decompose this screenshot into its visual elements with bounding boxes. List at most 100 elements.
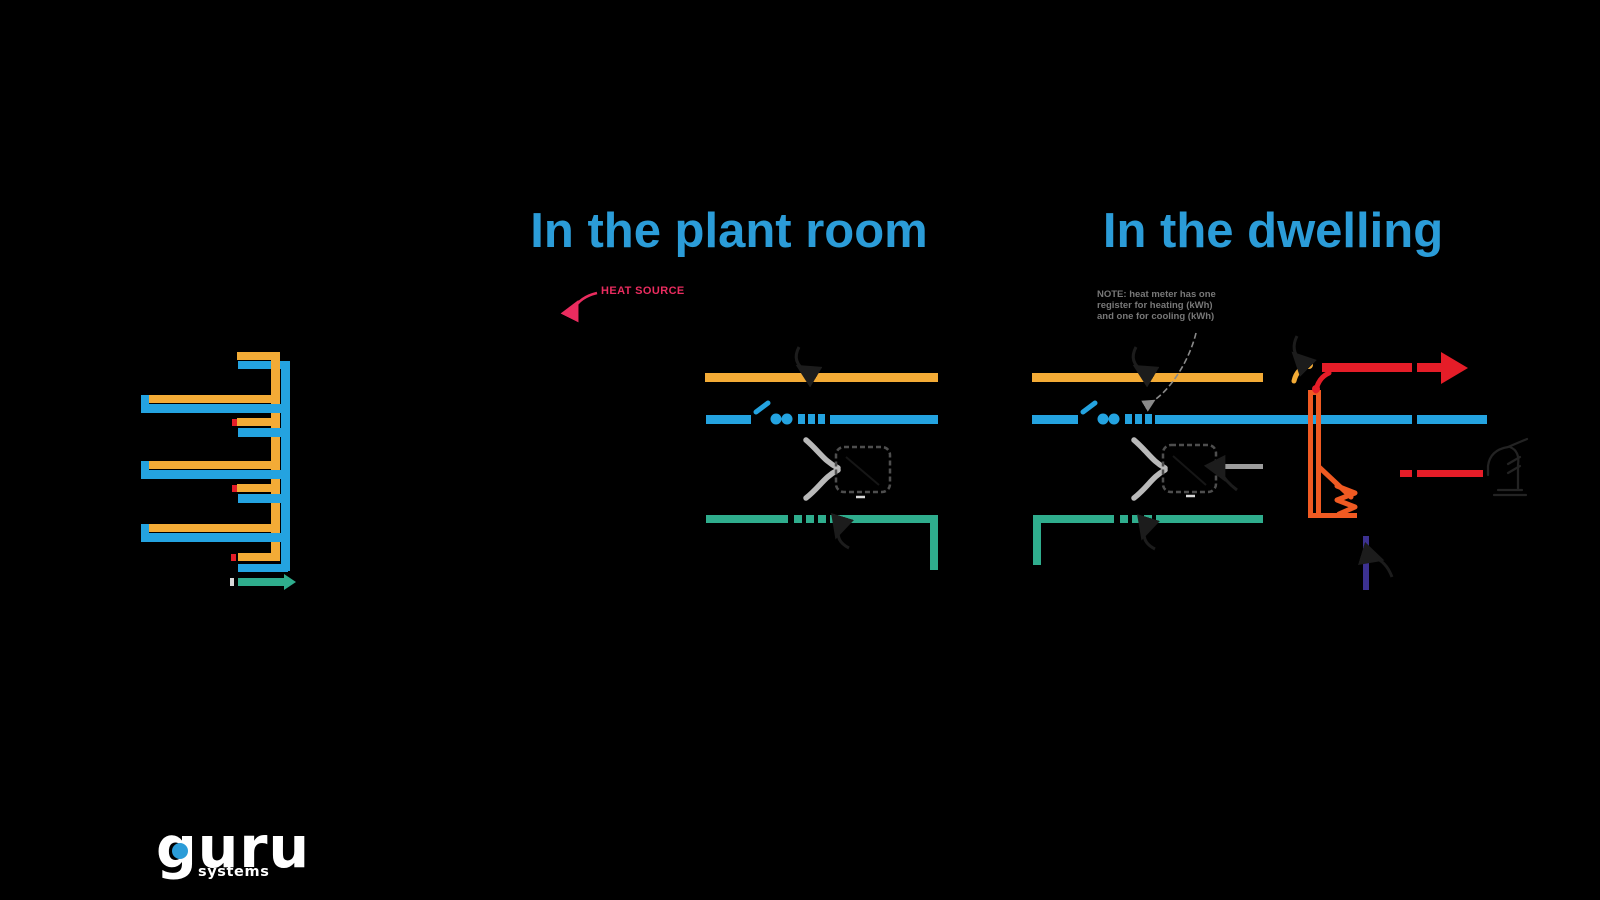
faucet-spout (1486, 445, 1510, 468)
plant-green-pipe-drop (930, 521, 938, 570)
plant-return-pipe-left (706, 415, 751, 424)
plant-heat-meter (803, 437, 892, 501)
stub1-flow (237, 418, 279, 426)
dwelling-return-pipe-mid (1155, 415, 1412, 424)
dwelling-return-pipe-left (1032, 415, 1078, 424)
dwelling-return-pipe-right (1417, 415, 1487, 424)
riser-bottom-return-stub (238, 564, 288, 572)
faucet-hatch-2 (1506, 464, 1522, 475)
logo-dot-icon (172, 843, 188, 859)
hot-water-curl-dot (1312, 385, 1320, 393)
plant-return-dash-2 (808, 414, 815, 424)
plant-sensor-probe-top (803, 437, 841, 471)
cold-feed-pipe-lower (1363, 556, 1369, 590)
floor2-flow-branch (149, 461, 279, 469)
heat-meter-note: NOTE: heat meter has one register for he… (1097, 289, 1247, 322)
plant-return-pipe-right (830, 415, 938, 424)
green-line-tick (230, 578, 234, 586)
dwelling-heat-meter (1131, 437, 1218, 501)
meter-wire-annotation-arrow (1203, 454, 1238, 492)
dwelling-green-dash-1 (1120, 515, 1128, 523)
floor1-return-branch (141, 404, 289, 413)
plant-sensor-probe-bottom (803, 467, 841, 501)
plant-room-heading: In the plant room (530, 204, 928, 258)
meter-output-wire (1215, 464, 1263, 469)
plant-meter-needle (845, 456, 880, 486)
hot-water-arrowhead (1441, 352, 1468, 384)
dwelling-return-dash-2 (1135, 414, 1142, 424)
dwelling-green-annotation-arrow (1137, 514, 1160, 551)
dwelling-pump-icon-2 (1108, 413, 1120, 425)
cold-feed-annotation-arrow (1357, 541, 1394, 578)
faucet-icon (1486, 437, 1529, 497)
hot-water-arrow-shaft-2 (1417, 363, 1441, 372)
hiu-riser-left (1308, 392, 1313, 518)
heat-source-label: HEAT SOURCE (601, 285, 685, 297)
riser-top-flow-stub (237, 352, 279, 360)
hot-water-arrow-shaft-1 (1322, 363, 1412, 372)
plant-green-dash-3 (818, 515, 826, 523)
bottom-valve-tick (231, 554, 236, 561)
dhw-line-dash (1400, 470, 1412, 477)
plant-valve-dash (753, 400, 771, 415)
hiu-annotation-arrow (1291, 335, 1317, 377)
bottom-green-arrowhead (284, 574, 296, 590)
plant-green-annotation-arrow (831, 513, 854, 550)
hiu-bottom-pipe (1308, 513, 1357, 518)
note-line-3: and one for cooling (kWh) (1097, 311, 1215, 322)
dwelling-green-dash-2 (1132, 515, 1140, 523)
dwelling-heading: In the dwelling (1102, 204, 1444, 258)
note-leader-arrow (1141, 332, 1197, 412)
stub2-valve-tick (232, 485, 237, 492)
floor1-flow-branch (149, 395, 279, 403)
note-line-2: register for heating (kWh) (1097, 300, 1213, 311)
floor3-flow-branch (149, 524, 279, 532)
dwelling-green-pipe-drop (1033, 515, 1041, 565)
plant-pump-valve-icon (753, 400, 793, 425)
hiu-diagonal-pipe (1316, 464, 1354, 500)
riser-return-pipe (281, 361, 290, 571)
plant-green-dash-1 (794, 515, 802, 523)
floor3-return-branch (141, 533, 289, 542)
dwelling-flow-annotation-arrow (1131, 346, 1160, 388)
riser-bottom-flow-stub (238, 553, 279, 561)
stub2-return (238, 494, 289, 503)
flow-curl-dot (1305, 361, 1313, 369)
hiu-coil-icon (1334, 483, 1358, 517)
faucet-body (1508, 445, 1520, 492)
dwelling-return-dash-1 (1125, 414, 1132, 424)
dwelling-meter-box-icon (1161, 443, 1218, 494)
plant-return-dash-3 (818, 414, 825, 424)
dhw-line-to-tap (1417, 470, 1483, 477)
dwelling-pump-valve-icon (1080, 400, 1120, 425)
dwelling-green-pipe-right (1156, 515, 1263, 523)
plant-flow-annotation-arrow (794, 346, 823, 388)
plant-green-dash-2 (806, 515, 814, 523)
plant-return-dash-1 (798, 414, 805, 424)
plant-green-pipe-left (706, 515, 788, 523)
stub1-valve-tick (232, 419, 237, 426)
dwelling-green-pipe-left (1033, 515, 1114, 523)
faucet-hatch-1 (1506, 455, 1522, 466)
plant-meter-box-icon (834, 445, 892, 494)
dwelling-valve-dash (1080, 400, 1098, 415)
dwelling-meter-needle (1172, 455, 1207, 486)
dwelling-pump-icon-1 (1097, 413, 1109, 425)
stub1-return (238, 428, 289, 437)
note-line-1: NOTE: heat meter has one (1097, 289, 1216, 300)
plant-pump-icon-2 (781, 413, 793, 425)
logo-subtitle: systems (198, 864, 270, 880)
heat-source-arrow (560, 291, 598, 323)
riser-top-return-stub (238, 361, 289, 369)
faucet-lever (1506, 437, 1529, 449)
plant-pump-icon-1 (770, 413, 782, 425)
plant-green-pipe-right (830, 515, 938, 523)
floor2-return-branch (141, 470, 289, 479)
bottom-green-arrow-shaft (238, 578, 284, 586)
riser-flow-pipe (271, 352, 280, 561)
dwelling-sensor-probe-top (1131, 437, 1168, 471)
hiu-riser-right (1316, 392, 1321, 518)
dwelling-sensor-probe-bottom (1131, 467, 1168, 501)
dwelling-return-dash-3 (1145, 414, 1152, 424)
